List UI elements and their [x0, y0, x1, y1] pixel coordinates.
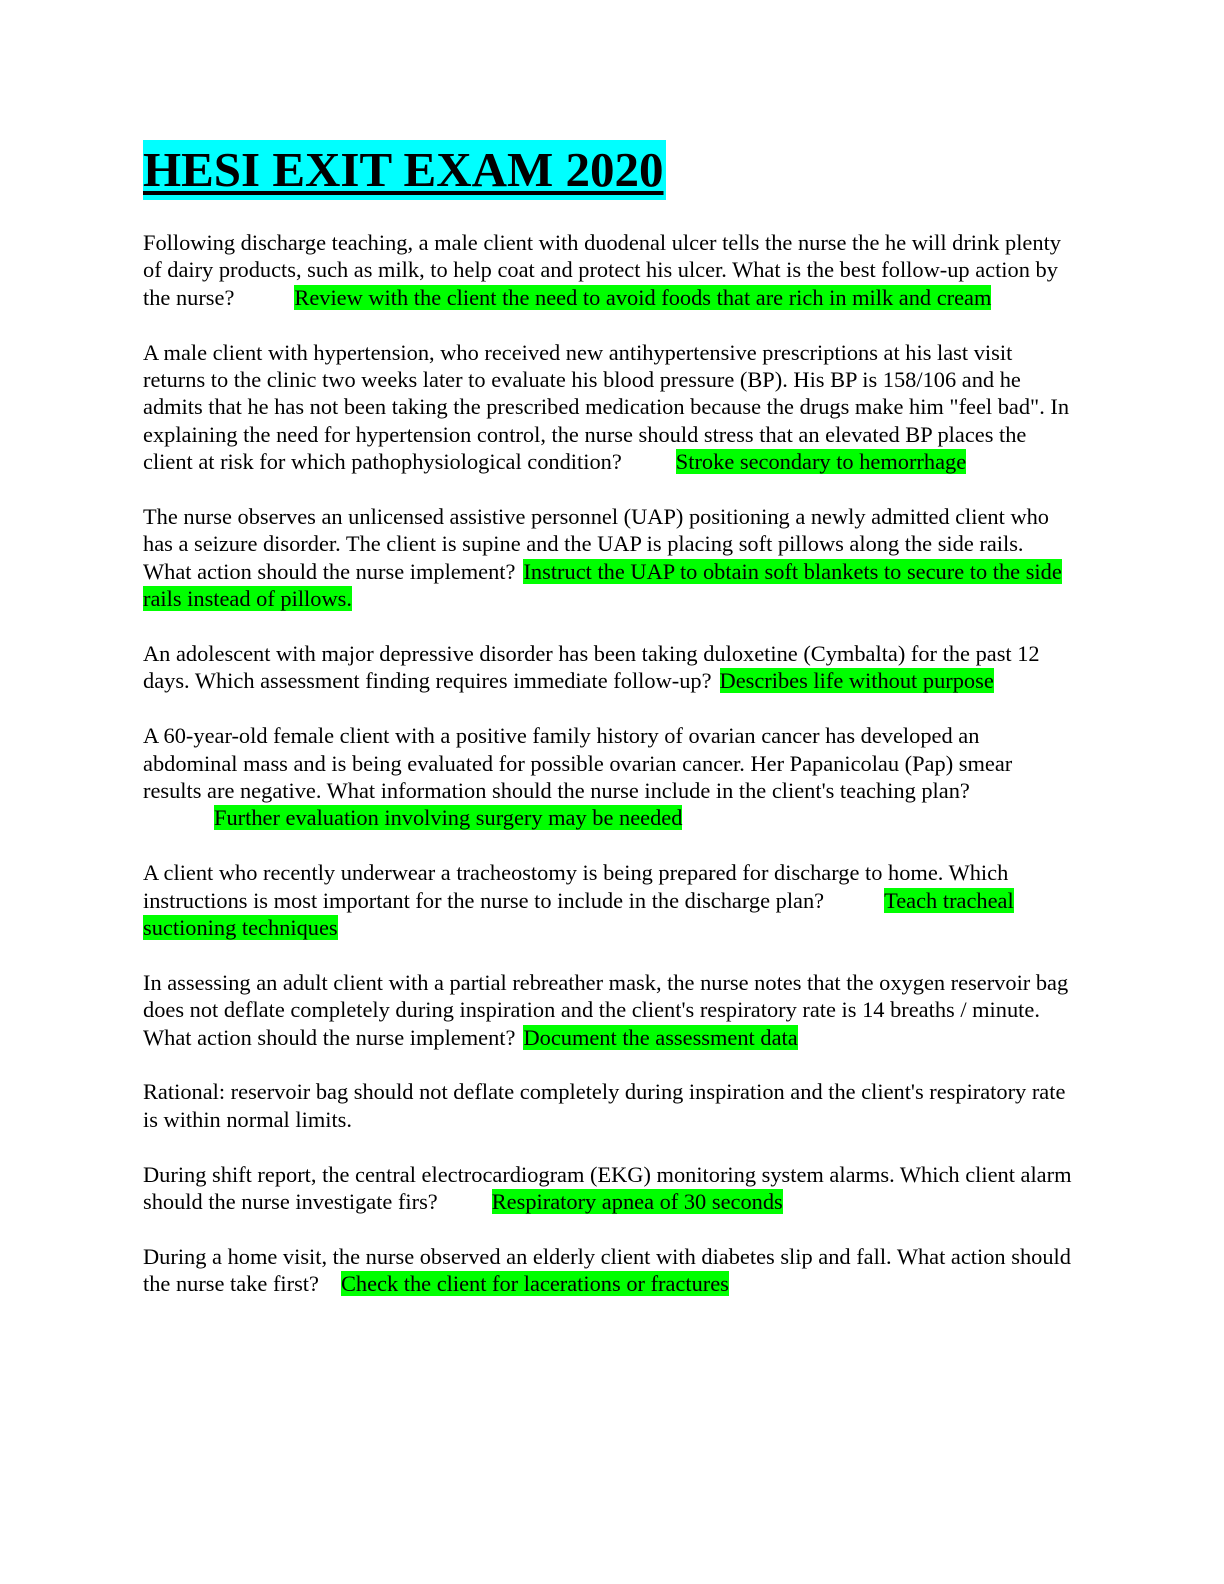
- answer-1-highlight: Review with the client the need to avoid…: [294, 284, 992, 310]
- rationale-note: Rational: reservoir bag should not defla…: [143, 1079, 1066, 1132]
- answer-2-highlight: Stroke secondary to hemorrhage: [675, 449, 967, 475]
- answer-5-highlight: Further evaluation involving surgery may…: [214, 805, 683, 831]
- question-7-text: In assessing an adult client with a part…: [143, 969, 1069, 1050]
- question-8-text: During shift report, the central electro…: [143, 1161, 1072, 1215]
- question-5: A 60-year-old female client with a posit…: [143, 722, 1073, 832]
- question-2: A male client with hypertension, who rec…: [143, 339, 1073, 476]
- question-4-text: An adolescent with major depressive diso…: [143, 641, 1040, 694]
- question-5-text: A 60-year-old female client with a posit…: [143, 723, 1013, 804]
- question-8: During shift report, the central electro…: [143, 1161, 1073, 1216]
- question-3-text: The nurse observes an unlicensed assisti…: [143, 504, 1050, 584]
- question-1: Following discharge teaching, a male cli…: [143, 229, 1073, 311]
- question-9-text: During a home visit, the nurse observed …: [143, 1243, 1071, 1297]
- answer-4-highlight: Describes life without purpose: [719, 668, 994, 694]
- document-page: HESI EXIT EXAM 2020 Following discharge …: [143, 140, 1073, 1325]
- answer-9-highlight: Check the client for lacerations or frac…: [340, 1271, 729, 1297]
- answer-8-highlight: Respiratory apnea of 30 seconds: [491, 1189, 783, 1215]
- document-title: HESI EXIT EXAM 2020: [143, 140, 666, 200]
- question-6-text: A client who recently underwear a trache…: [143, 860, 1009, 913]
- question-9: During a home visit, the nurse observed …: [143, 1243, 1073, 1298]
- question-2-text: A male client with hypertension, who rec…: [143, 339, 1070, 475]
- question-1-text: Following discharge teaching, a male cli…: [143, 230, 1061, 310]
- question-4: An adolescent with major depressive diso…: [143, 640, 1073, 695]
- answer-7-highlight: Document the assessment data: [523, 1024, 798, 1050]
- question-7: In assessing an adult client with a part…: [143, 969, 1073, 1051]
- question-6: A client who recently underwear a trache…: [143, 859, 1073, 941]
- question-3: The nurse observes an unlicensed assisti…: [143, 503, 1073, 613]
